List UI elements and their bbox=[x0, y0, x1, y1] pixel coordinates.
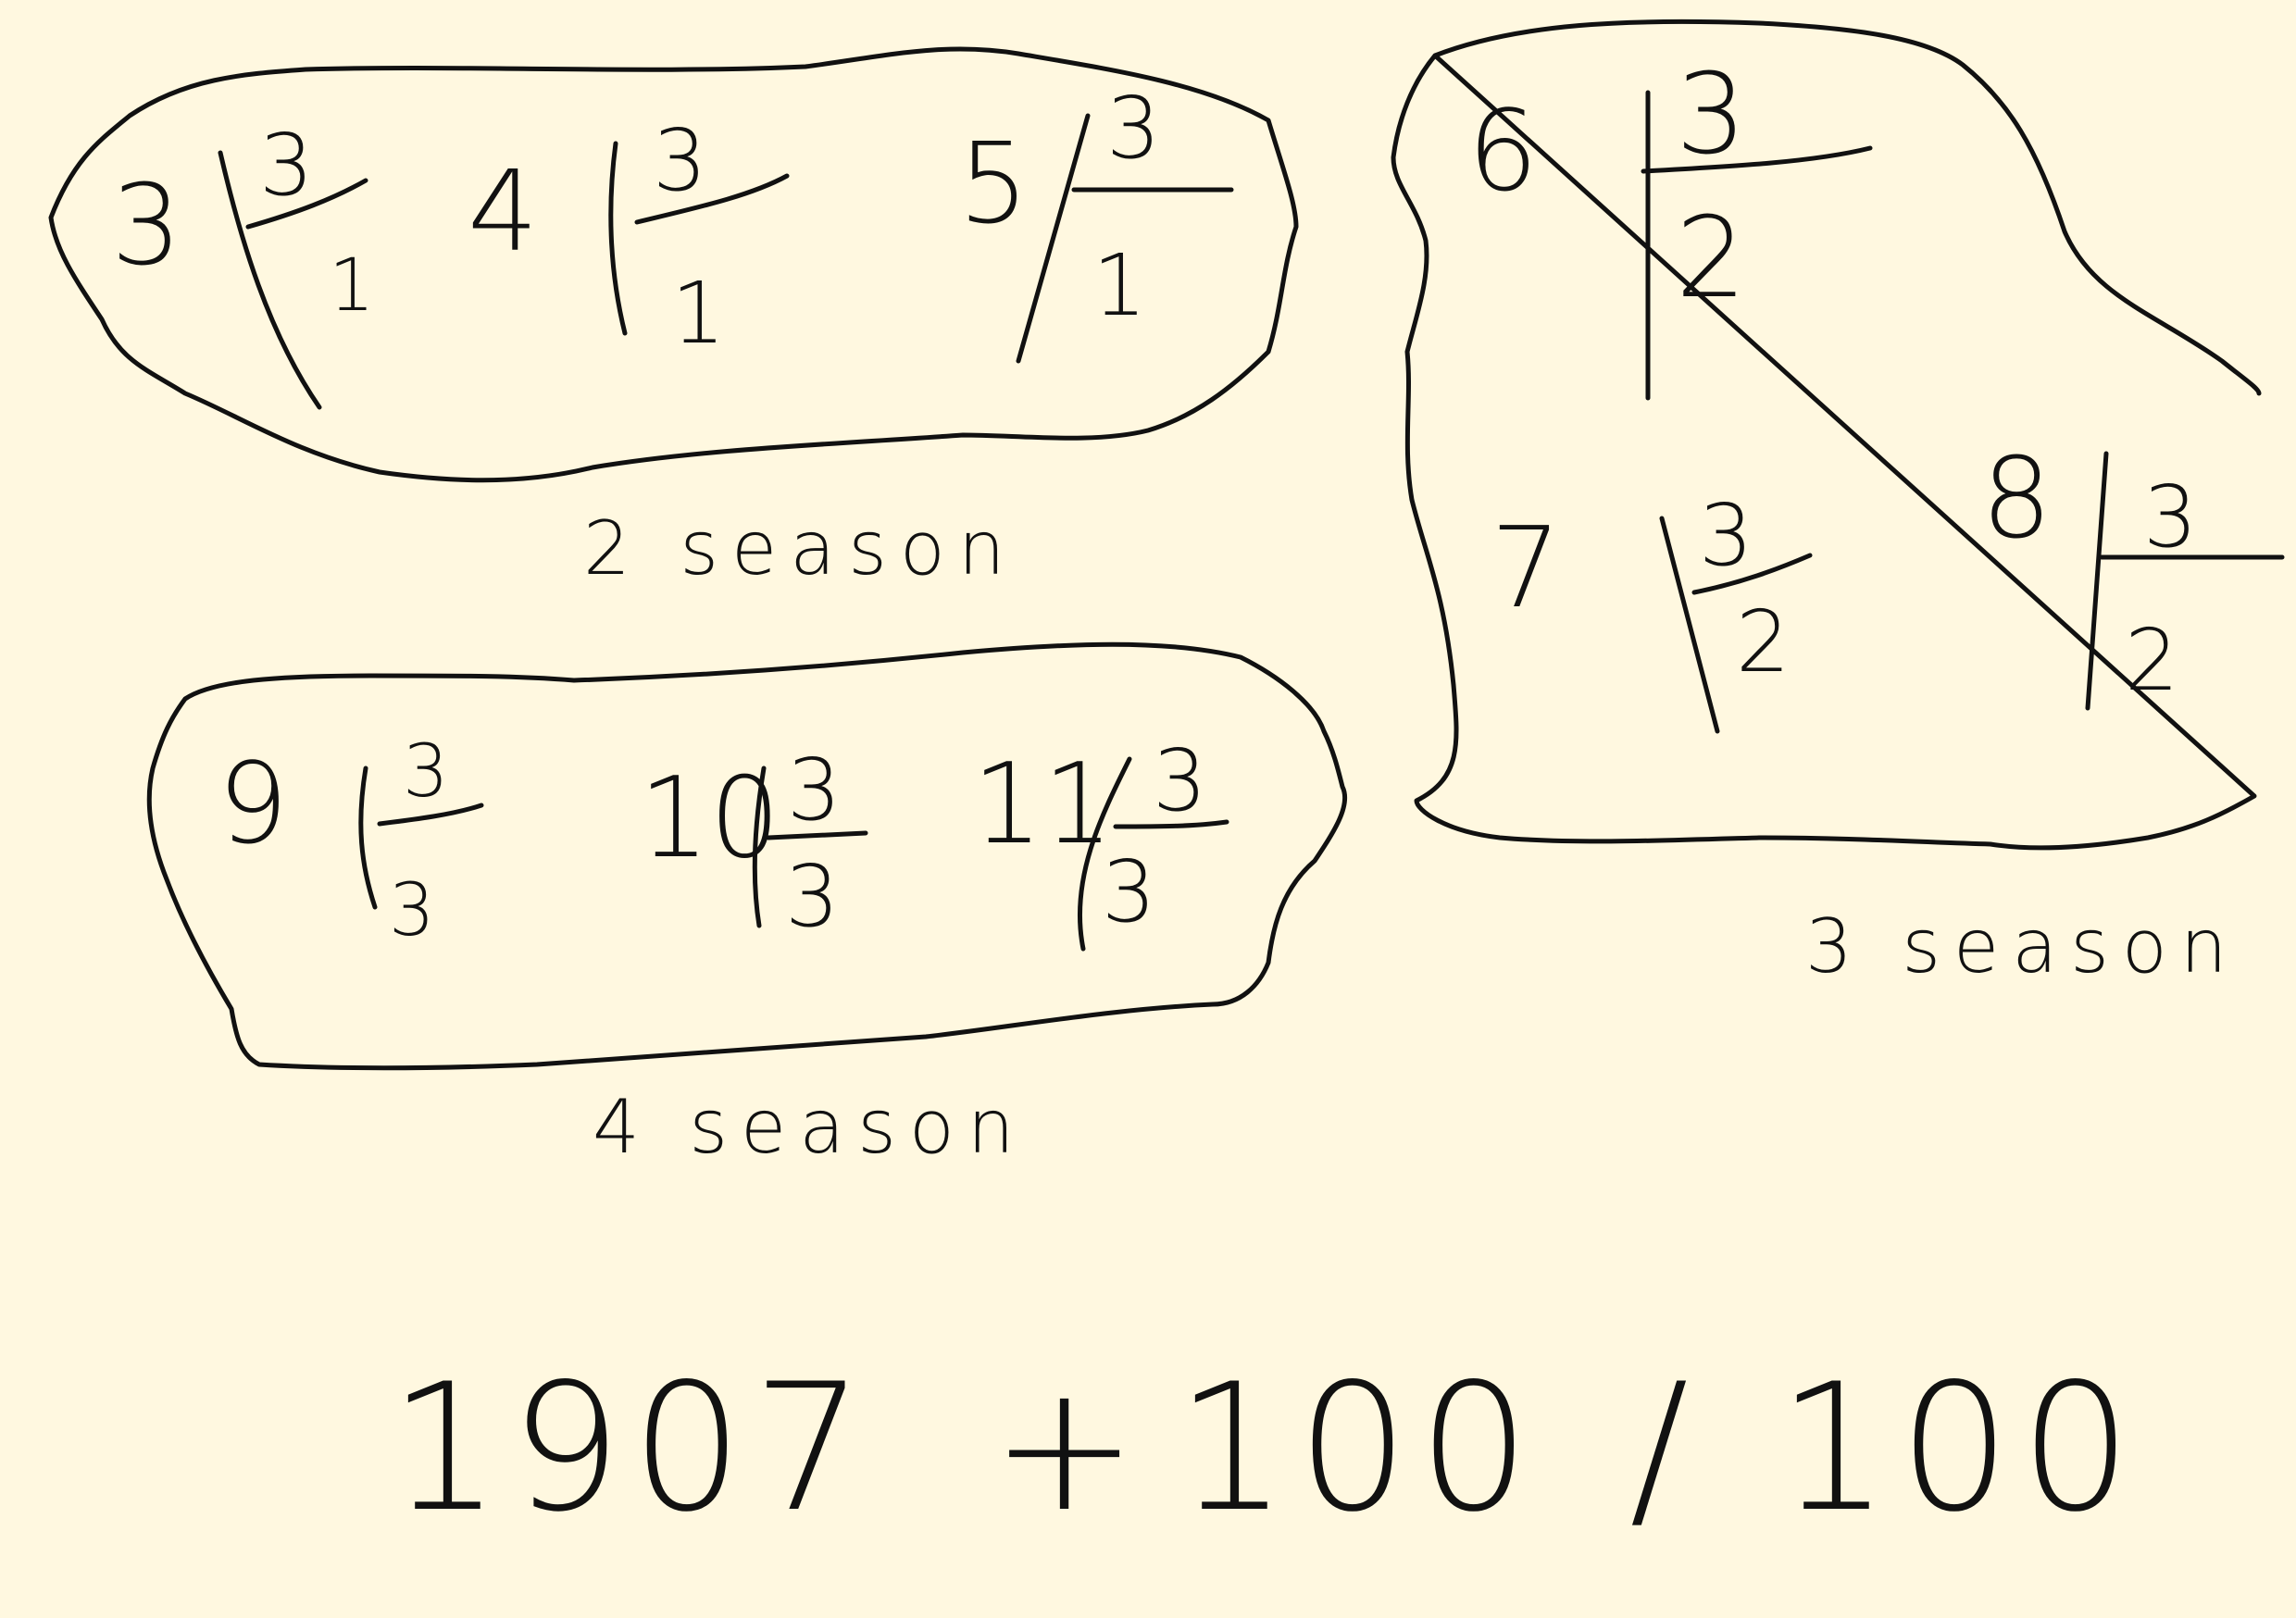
group-2-season: 3 3 1 4 3 1 5 3 1 2 season bbox=[48, 46, 1299, 591]
fraction-divider bbox=[2085, 451, 2109, 711]
fraction-denominator: 3 bbox=[1102, 842, 1156, 941]
fraction-numerator: 3 bbox=[403, 730, 449, 814]
fraction-line bbox=[377, 803, 484, 827]
equation-term-c: 100 bbox=[1778, 1346, 2141, 1550]
group-outline bbox=[1391, 19, 2262, 851]
fraction-divider bbox=[1016, 113, 1091, 364]
group-label: 3 season bbox=[1805, 903, 2240, 989]
fraction-numerator: 3 bbox=[2143, 467, 2198, 566]
fraction-line bbox=[1641, 145, 1873, 174]
equation-term-b: 100 bbox=[1176, 1346, 1540, 1550]
group-outline bbox=[48, 46, 1299, 483]
group-number: 9 bbox=[218, 741, 288, 869]
group-3-season: 6 3 2 7 3 2 8 3 2 3 season bbox=[1391, 19, 2285, 989]
fraction-divider bbox=[1659, 516, 1720, 734]
group-number: 5 bbox=[958, 120, 1029, 249]
fraction-numerator: 3 bbox=[1106, 79, 1161, 178]
group-number: 7 bbox=[1491, 504, 1561, 633]
fraction-numerator: 3 bbox=[1676, 51, 1746, 180]
group-number: 6 bbox=[1467, 88, 1538, 217]
fraction-denominator: 1 bbox=[329, 244, 375, 328]
fraction-numerator: 3 bbox=[653, 111, 707, 210]
equation-plus: + bbox=[991, 1346, 1147, 1550]
group-number: 4 bbox=[468, 148, 538, 277]
group-label: 2 season bbox=[583, 505, 1018, 591]
fraction-denominator: 3 bbox=[389, 869, 435, 952]
fraction-divider bbox=[1078, 756, 1132, 952]
fraction-numerator: 3 bbox=[787, 741, 842, 840]
fraction-denominator: 2 bbox=[2125, 611, 2179, 710]
group-number: 3 bbox=[111, 162, 181, 291]
group-label: 4 season bbox=[593, 1084, 1028, 1170]
fraction-line bbox=[1113, 819, 1229, 829]
fraction-numerator: 3 bbox=[259, 116, 314, 215]
fraction-denominator: 1 bbox=[671, 264, 726, 363]
fraction-numerator: 3 bbox=[1699, 486, 1753, 585]
fraction-divider bbox=[752, 765, 767, 928]
group-number: 8 bbox=[1981, 435, 2052, 564]
equation: 1907 + 100 / 100 bbox=[389, 1346, 2141, 1550]
fraction-line bbox=[634, 173, 790, 225]
equation-term-a: 1907 bbox=[389, 1346, 874, 1550]
fraction-line bbox=[1691, 553, 1813, 595]
fraction-divider bbox=[358, 765, 378, 910]
group-4-season: 9 3 3 10 3 3 11 3 3 4 season bbox=[146, 641, 1348, 1170]
equation-slash: / bbox=[1629, 1346, 1698, 1550]
fraction-numerator: 3 bbox=[1153, 731, 1207, 830]
fraction-line bbox=[766, 830, 868, 840]
fraction-divider bbox=[218, 150, 322, 410]
fraction-denominator: 2 bbox=[1676, 194, 1746, 323]
fraction-denominator: 1 bbox=[1092, 236, 1147, 335]
fraction-denominator: 2 bbox=[1736, 592, 1791, 691]
fraction-denominator: 3 bbox=[785, 847, 840, 946]
fraction-line bbox=[245, 178, 368, 230]
group-outline bbox=[146, 641, 1348, 1071]
fraction-divider bbox=[608, 141, 628, 336]
